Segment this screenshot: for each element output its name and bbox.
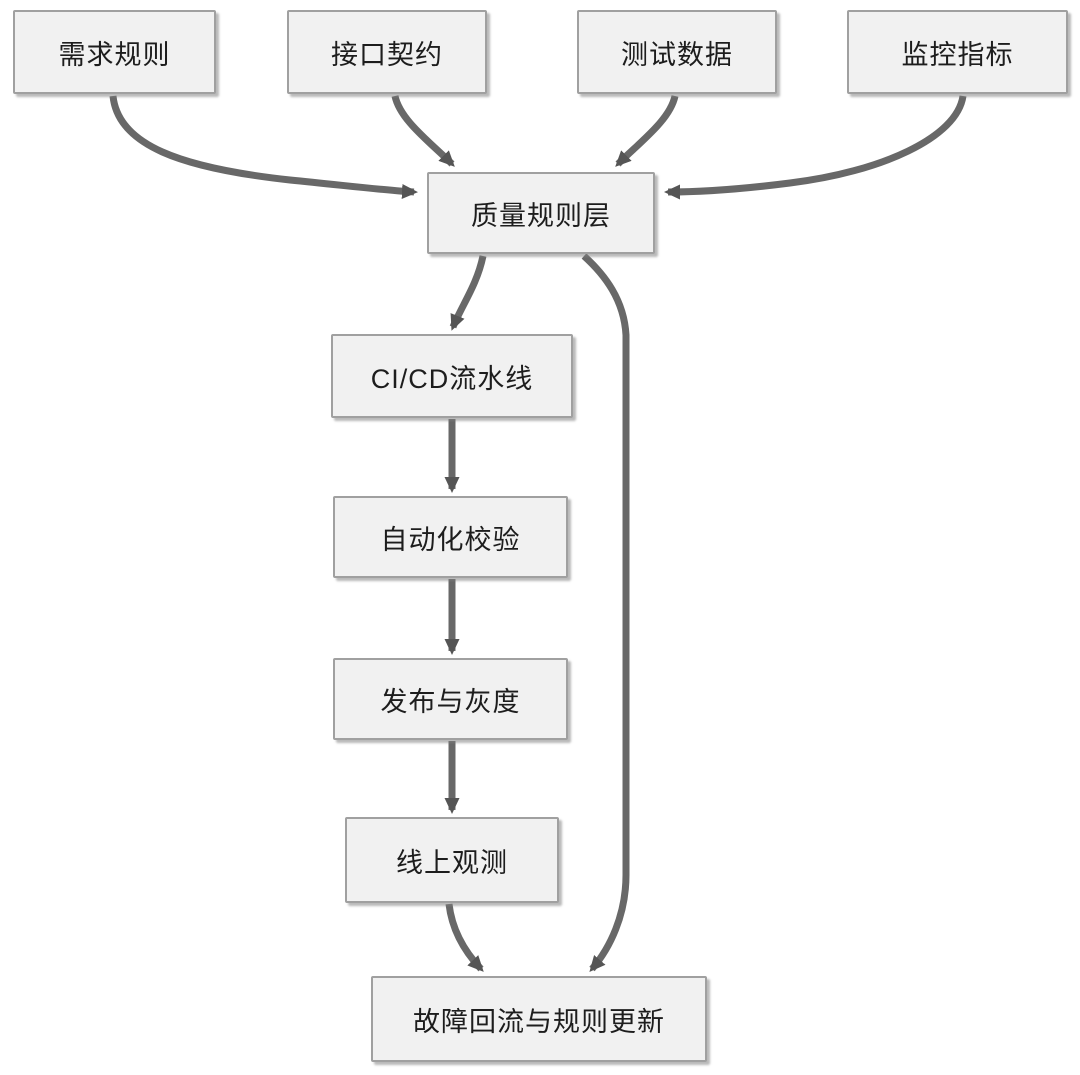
node-label: 测试数据	[621, 39, 733, 70]
node-label: 线上观测	[396, 847, 508, 878]
edge-monitoring-metrics-to-quality-rules-layer	[664, 95, 967, 200]
edge-test-data-to-quality-rules-layer	[615, 95, 679, 167]
edge-requirement-rules-to-quality-rules-layer	[109, 95, 418, 199]
node-online-observation: 线上观测	[345, 817, 559, 903]
node-label: 故障回流与规则更新	[413, 1006, 665, 1037]
edge-quality-rules-layer-to-cicd-pipeline	[449, 255, 487, 331]
node-fault-feedback-rule-update: 故障回流与规则更新	[371, 976, 707, 1062]
node-label: 监控指标	[901, 39, 1014, 70]
node-requirement-rules: 需求规则	[13, 10, 216, 94]
node-monitoring-metrics: 监控指标	[847, 10, 1068, 94]
node-label: 发布与灰度	[380, 686, 521, 717]
node-label: 接口契约	[331, 39, 443, 70]
edge-quality-rules-layer-to-fault-feedback-loop	[581, 253, 630, 973]
node-test-data: 测试数据	[577, 10, 777, 94]
node-label: CI/CD流水线	[370, 363, 534, 394]
node-release-and-canary: 发布与灰度	[333, 658, 568, 740]
node-interface-contract: 接口契约	[287, 10, 487, 94]
node-quality-rules-layer: 质量规则层	[427, 172, 655, 254]
node-label: 自动化校验	[380, 524, 521, 555]
node-cicd-pipeline: CI/CD流水线	[331, 334, 573, 418]
node-label: 需求规则	[58, 39, 171, 70]
edge-online-observation-to-fault-feedback	[445, 903, 484, 972]
node-automated-validation: 自动化校验	[333, 496, 568, 578]
edge-interface-contract-to-quality-rules-layer	[391, 95, 455, 167]
node-label: 质量规则层	[471, 200, 611, 231]
